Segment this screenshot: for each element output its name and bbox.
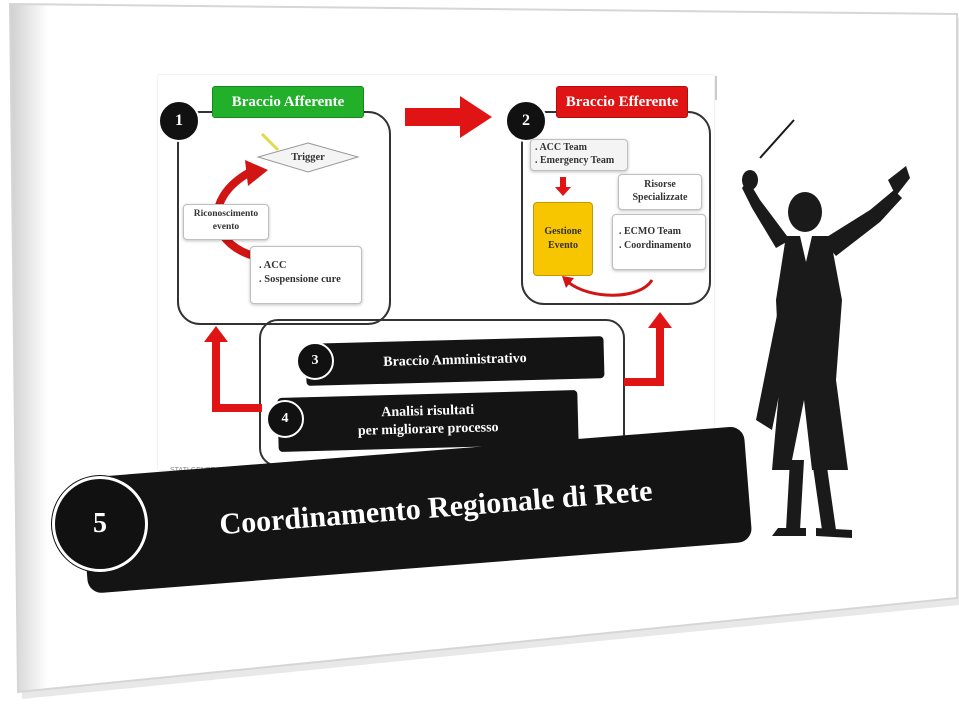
analysis-number: 4 [266, 400, 304, 438]
arrow-admin-to-afferent [204, 326, 262, 412]
resources-title-1: Risorse [644, 179, 676, 190]
recognition-box: Riconoscimento evento [183, 204, 269, 240]
resource-coordinamento: . Coordinamento [619, 240, 692, 251]
efferent-title: Braccio Efferente [556, 86, 688, 118]
action-acc: . ACC [259, 260, 287, 271]
regional-number: 5 [52, 476, 148, 572]
afferent-number: 1 [158, 100, 200, 142]
efferent-cycle-arrow [567, 279, 654, 297]
arrow-admin-to-efferent [624, 312, 672, 386]
recognition-line-2: evento [212, 222, 240, 232]
teams-box: . ACC Team . Emergency Team [530, 139, 628, 171]
afferent-title: Braccio Afferente [212, 86, 364, 118]
resources-title-2: Specializzate [632, 192, 688, 203]
yellow-pointer [260, 132, 280, 152]
trigger-label: Trigger [291, 152, 325, 163]
team-acc: . ACC Team [535, 142, 587, 153]
event-box: Gestione Evento [533, 202, 593, 276]
action-sospensione: . Sospensione cure [259, 274, 341, 285]
administrative-bar: Braccio Amministrativo [305, 336, 605, 386]
event-line-1: Gestione [544, 226, 582, 237]
efferent-number: 2 [505, 100, 547, 142]
afferent-actions-box: . ACC . Sospensione cure [250, 246, 362, 304]
event-line-2: Evento [548, 240, 578, 251]
recognition-line-1: Riconoscimento [193, 209, 259, 219]
administrative-number: 3 [296, 342, 334, 380]
trigger-diamond [256, 142, 360, 173]
resources-title-box: Risorse Specializzate [618, 174, 702, 210]
regional-banner-label: Coordinamento Regionale di Rete [218, 474, 654, 542]
resource-ecmo: . ECMO Team [619, 226, 681, 237]
conductor-silhouette [742, 119, 910, 538]
resources-box: . ECMO Team . Coordinamento [612, 214, 706, 270]
arrow-afferent-to-efferent [405, 96, 492, 138]
analysis-line-2: per migliorare processo [357, 420, 499, 439]
team-emergency: . Emergency Team [535, 155, 615, 166]
